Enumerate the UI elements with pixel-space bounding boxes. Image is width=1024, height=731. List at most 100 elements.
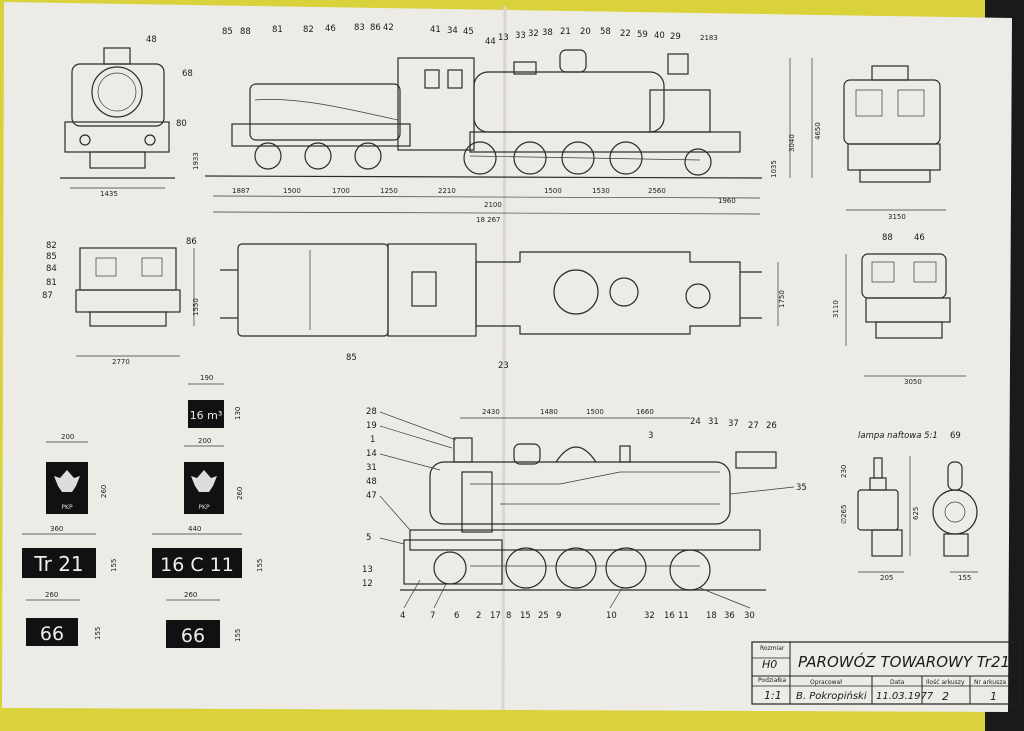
mid-left-ref-3: 81 [46, 278, 57, 288]
top-side-dim-2: 1700 [332, 187, 350, 195]
depot-right-dim-h: 155 [234, 629, 242, 642]
tb-date: 11.03.1977 [876, 691, 934, 702]
lamp-dim-3: 205 [880, 574, 893, 582]
eagle-left-dim-h: 260 [100, 485, 108, 498]
top-front-view: 48 68 80 1435 [60, 35, 193, 198]
detail-dim-1: 1480 [540, 408, 558, 416]
top-side-ref-16: 21 [560, 27, 571, 37]
top-side-ref-12: 13 [498, 33, 509, 43]
tb-label-opracowal: Opracował [810, 679, 842, 686]
depot-left-text: 66 [40, 623, 64, 645]
detail-top-ref-3: 27 [748, 421, 759, 431]
detail-bottom-ref-10: 32 [644, 611, 655, 621]
mid-left-ref-5: 86 [186, 237, 197, 247]
top-side-dim-11: 1035 [770, 160, 778, 178]
plan-ref-0: 85 [346, 353, 357, 363]
detail-top-ref-4: 26 [766, 421, 777, 431]
top-side-dim-10: 18 267 [476, 216, 501, 224]
top-side-ref-11: 44 [485, 37, 496, 47]
detail-top-ref-1: 31 [708, 417, 719, 427]
top-side-dim-9: 1960 [718, 197, 736, 205]
top-side-dim-15: 2183 [700, 34, 718, 42]
mid-left-ref-2: 84 [46, 264, 57, 274]
top-side-ref-3: 82 [303, 25, 314, 35]
top-front-ref-1: 68 [182, 69, 193, 79]
paper-sheet [2, 2, 1012, 712]
number-plate [152, 548, 242, 578]
mid-left-view: 82 85 84 81 87 86 1550 2770 [42, 237, 200, 366]
tb-scale-ho: H0 [762, 658, 777, 671]
mid-left-ref-0: 82 [46, 241, 57, 251]
tank-plate-dim-w: 190 [200, 374, 213, 382]
mid-left-ref-1: 85 [46, 252, 57, 262]
eagle-left-text: PKP [61, 504, 73, 511]
detail-view: 2430 1480 1500 1660 28 19 1 14 31 48 47 … [362, 407, 807, 621]
eagle-right-dim-w: 200 [198, 437, 211, 445]
detail-top-ref-0: 24 [690, 417, 701, 427]
eagle-left-dim-w: 200 [61, 433, 74, 441]
top-side-ref-10: 45 [463, 27, 474, 37]
top-front-ref-2: 80 [176, 119, 187, 129]
depot-right-text: 66 [181, 625, 205, 647]
tank-plate [188, 400, 224, 428]
top-side-dim-12: 1933 [192, 152, 200, 170]
tb-label-ilosc: Ilość arkuszy [926, 679, 965, 686]
top-side-view: 85 88 81 82 46 83 86 42 41 34 45 44 13 3… [192, 23, 822, 224]
eagle-right-text: PKP [198, 504, 210, 511]
top-side-dim-5: 2100 [484, 201, 502, 209]
mid-right-ref-0: 88 [882, 233, 893, 243]
tb-scale-ratio: 1:1 [764, 689, 782, 702]
top-side-ref-4: 46 [325, 24, 336, 34]
top-side-ref-22: 29 [670, 32, 681, 42]
depot-left-dim-w: 260 [45, 591, 58, 599]
top-side-dim-0: 1887 [232, 187, 250, 195]
tank-plate-text: 16 m³ [190, 409, 223, 422]
top-side-dim-7: 1530 [592, 187, 610, 195]
detail-top-ref-6: 35 [796, 483, 807, 493]
tb-title: PAROWÓZ TOWAROWY Tr21 [798, 652, 1010, 671]
lamp-ref: 69 [950, 431, 961, 441]
detail-bottom-ref-4: 17 [490, 611, 501, 621]
top-side-ref-9: 34 [447, 26, 458, 36]
top-rear-view: 3150 [843, 65, 946, 221]
lamp-dim-2: ∅265 [840, 505, 848, 524]
class-plate-dim-h: 155 [110, 559, 118, 572]
detail-left-ref-0: 28 [366, 407, 377, 417]
detail-dim-3: 1660 [636, 408, 654, 416]
mid-left-dim-0: 1550 [192, 298, 200, 316]
tb-sheet-no: 1 [990, 690, 997, 703]
depot-right-plate [166, 620, 220, 648]
detail-bottom-ref-7: 25 [538, 611, 549, 621]
title-block: Rozmiar H0 Podziałka 1:1 PAROWÓZ TOWAROW… [751, 641, 1021, 705]
eagle-right-dim-h: 260 [236, 487, 244, 500]
top-side-dim-4: 2210 [438, 187, 456, 195]
tb-label-nr: Nr arkusza [974, 679, 1006, 686]
mid-right-ref-1: 46 [914, 233, 925, 243]
detail-bottom-ref-9: 10 [606, 611, 617, 621]
detail-top-ref-2: 37 [728, 419, 739, 429]
detail-bottom-ref-15: 30 [744, 611, 755, 621]
detail-dim-0: 2430 [482, 408, 500, 416]
plan-view: 85 23 1750 [220, 243, 786, 371]
number-plate-dim-w: 440 [188, 525, 201, 533]
class-plate-dim-w: 360 [50, 525, 63, 533]
detail-bottom-ref-1: 7 [430, 611, 435, 621]
plates-group: 190 16 m³ 130 200 PKP 260 200 PKP 260 36… [22, 374, 264, 648]
number-plate-text: 16 C 11 [160, 554, 234, 576]
detail-bottom-ref-12: 11 [678, 611, 689, 621]
depot-right-dim-w: 260 [184, 591, 197, 599]
detail-bottom-ref-8: 9 [556, 611, 561, 621]
top-rear-dim-0: 3150 [888, 213, 906, 221]
top-side-ref-0: 85 [222, 27, 233, 37]
depot-left-dim-h: 155 [94, 627, 102, 640]
top-side-ref-17: 20 [580, 27, 591, 37]
detail-left-ref-6: 47 [366, 491, 377, 501]
top-side-ref-13: 33 [515, 31, 526, 41]
detail-left-ref-5: 48 [366, 477, 377, 487]
detail-bottom-ref-5: 8 [506, 611, 511, 621]
top-front-ref-0: 48 [146, 35, 157, 45]
detail-left-ref-7: 5 [366, 533, 371, 543]
plan-ref-1: 23 [498, 361, 509, 371]
top-side-dim-13: 3040 [788, 134, 796, 152]
